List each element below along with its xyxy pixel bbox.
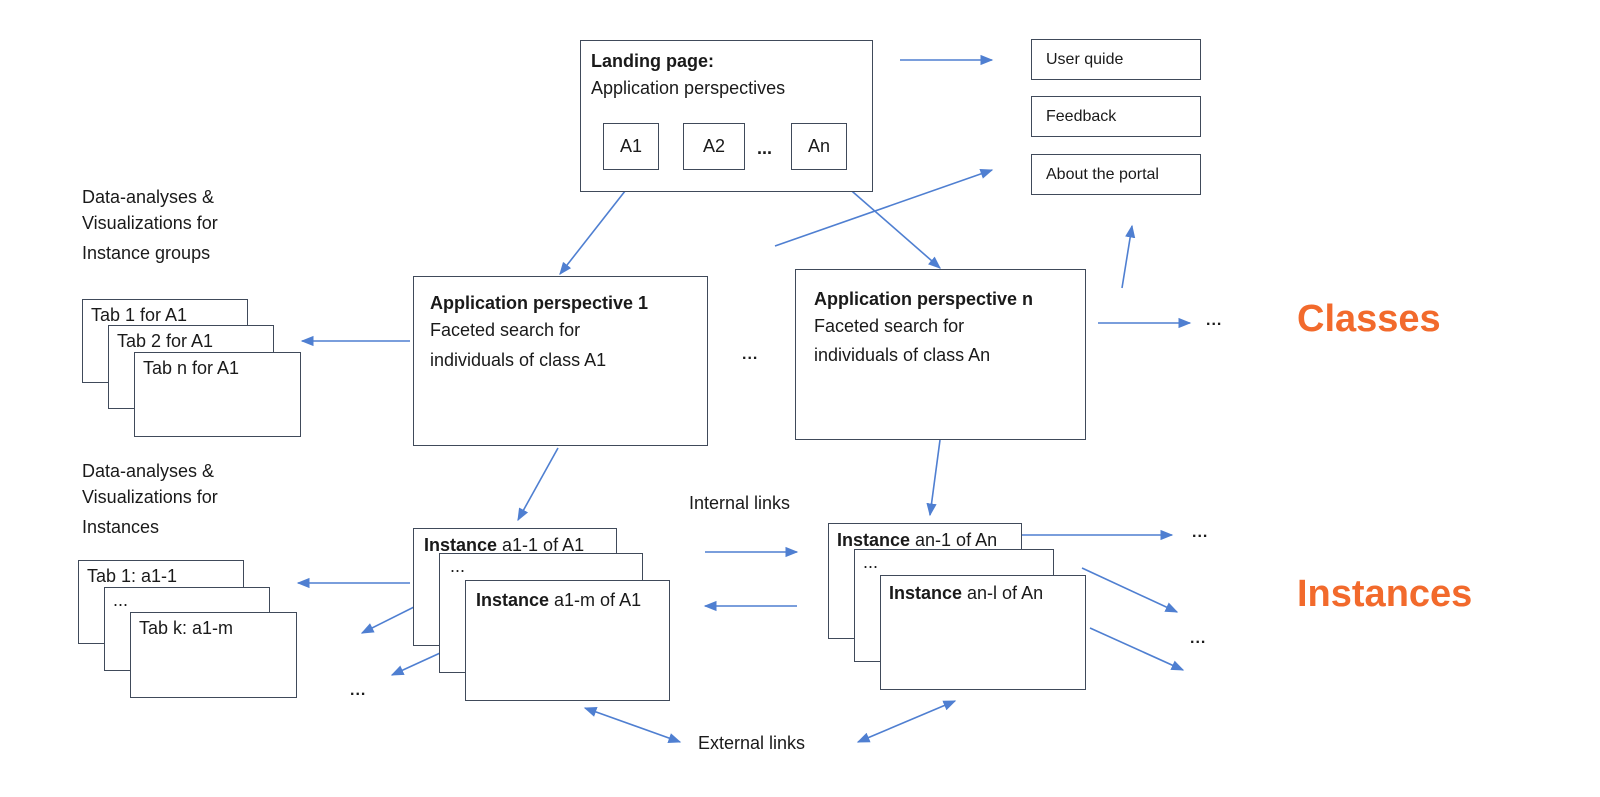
instances-caption-line1: Data-analyses & — [82, 461, 215, 481]
landing-dots: ... — [757, 138, 773, 158]
instance-tab-2-label: ... — [113, 590, 129, 610]
arrow-perspectiven-up — [1121, 224, 1136, 289]
instance-tab-1-label: Tab 1: a1-1 — [87, 566, 178, 586]
instance-an-middle-label: ... — [863, 552, 879, 572]
group-tab-1-label: Tab 1 for A1 — [91, 305, 188, 325]
instances-an-ellipsis-top: ... — [1192, 524, 1209, 541]
arrow-an-right-3 — [1089, 627, 1185, 671]
groups-caption-line1: Data-analyses & — [82, 187, 215, 207]
arrow-external-right — [856, 700, 957, 743]
landing-title: Landing page: — [591, 51, 714, 71]
group-tab-n-label: Tab n for A1 — [143, 358, 240, 378]
perspectiven-right-ellipsis: ... — [1206, 312, 1223, 329]
perspective-n-line1: Faceted search for — [814, 316, 965, 336]
instance-an-l-label: Instance an-l of An — [889, 583, 1044, 603]
arrow-an-right-2 — [1081, 567, 1179, 613]
arrow-to-about-portal — [774, 168, 994, 247]
instance-a1-m[interactable]: Instance a1-m of A1 — [465, 580, 670, 701]
instances-caption-line2: Visualizations for — [82, 487, 218, 507]
feedback-link[interactable]: Feedback — [1031, 96, 1201, 137]
instance-an-1-label: Instance an-1 of An — [837, 530, 998, 550]
perspective-n-title: Application perspective n — [814, 289, 1034, 309]
perspective-a2-button[interactable]: A2 — [683, 123, 745, 170]
arrow-perspective1-to-instances — [517, 447, 559, 522]
arrow-perspectiven-to-instances — [926, 439, 941, 517]
perspective-n-line2: individuals of class An — [814, 345, 991, 365]
group-tab-n[interactable]: Tab n for A1 — [134, 352, 301, 437]
instance-a1-1-label: Instance a1-1 of A1 — [424, 535, 585, 555]
instance-an-l[interactable]: Instance an-l of An — [880, 575, 1086, 690]
instance-tab-k-label: Tab k: a1-m — [139, 618, 234, 638]
landing-subtitle: Application perspectives — [591, 78, 786, 98]
perspective-an-button[interactable]: An — [791, 123, 847, 170]
about-portal-link[interactable]: About the portal — [1031, 154, 1201, 195]
landing-page-box: Landing page: Application perspectives A… — [580, 40, 873, 192]
classes-label: Classes — [1297, 298, 1441, 340]
perspective-1-line1: Faceted search for — [430, 320, 581, 340]
perspectives-ellipsis: ... — [742, 346, 759, 363]
instances-an-ellipsis-bottom: ... — [1190, 630, 1207, 647]
perspective-n-box[interactable]: Application perspective n Faceted search… — [795, 269, 1086, 440]
instances-label: Instances — [1297, 573, 1473, 615]
perspective-1-line2: individuals of class A1 — [430, 350, 607, 370]
instances-caption-line3: Instances — [82, 517, 160, 537]
instance-tab-k[interactable]: Tab k: a1-m — [130, 612, 297, 698]
user-guide-link[interactable]: User quide — [1031, 39, 1201, 80]
groups-caption-line3: Instance groups — [82, 243, 211, 263]
external-links-label: External links — [698, 733, 806, 753]
internal-links-label: Internal links — [689, 493, 791, 513]
groups-caption-line2: Visualizations for — [82, 213, 218, 233]
group-tab-2-label: Tab 2 for A1 — [117, 331, 214, 351]
arrow-external-left — [583, 707, 682, 743]
instance-a1-m-label: Instance a1-m of A1 — [476, 590, 642, 610]
perspective-1-box[interactable]: Application perspective 1 Faceted search… — [413, 276, 708, 446]
instances-a1-ellipsis: ... — [350, 682, 367, 699]
instance-a1-middle-label: ... — [450, 556, 466, 576]
perspective-1-title: Application perspective 1 — [430, 293, 649, 313]
perspective-a1-button[interactable]: A1 — [603, 123, 659, 170]
